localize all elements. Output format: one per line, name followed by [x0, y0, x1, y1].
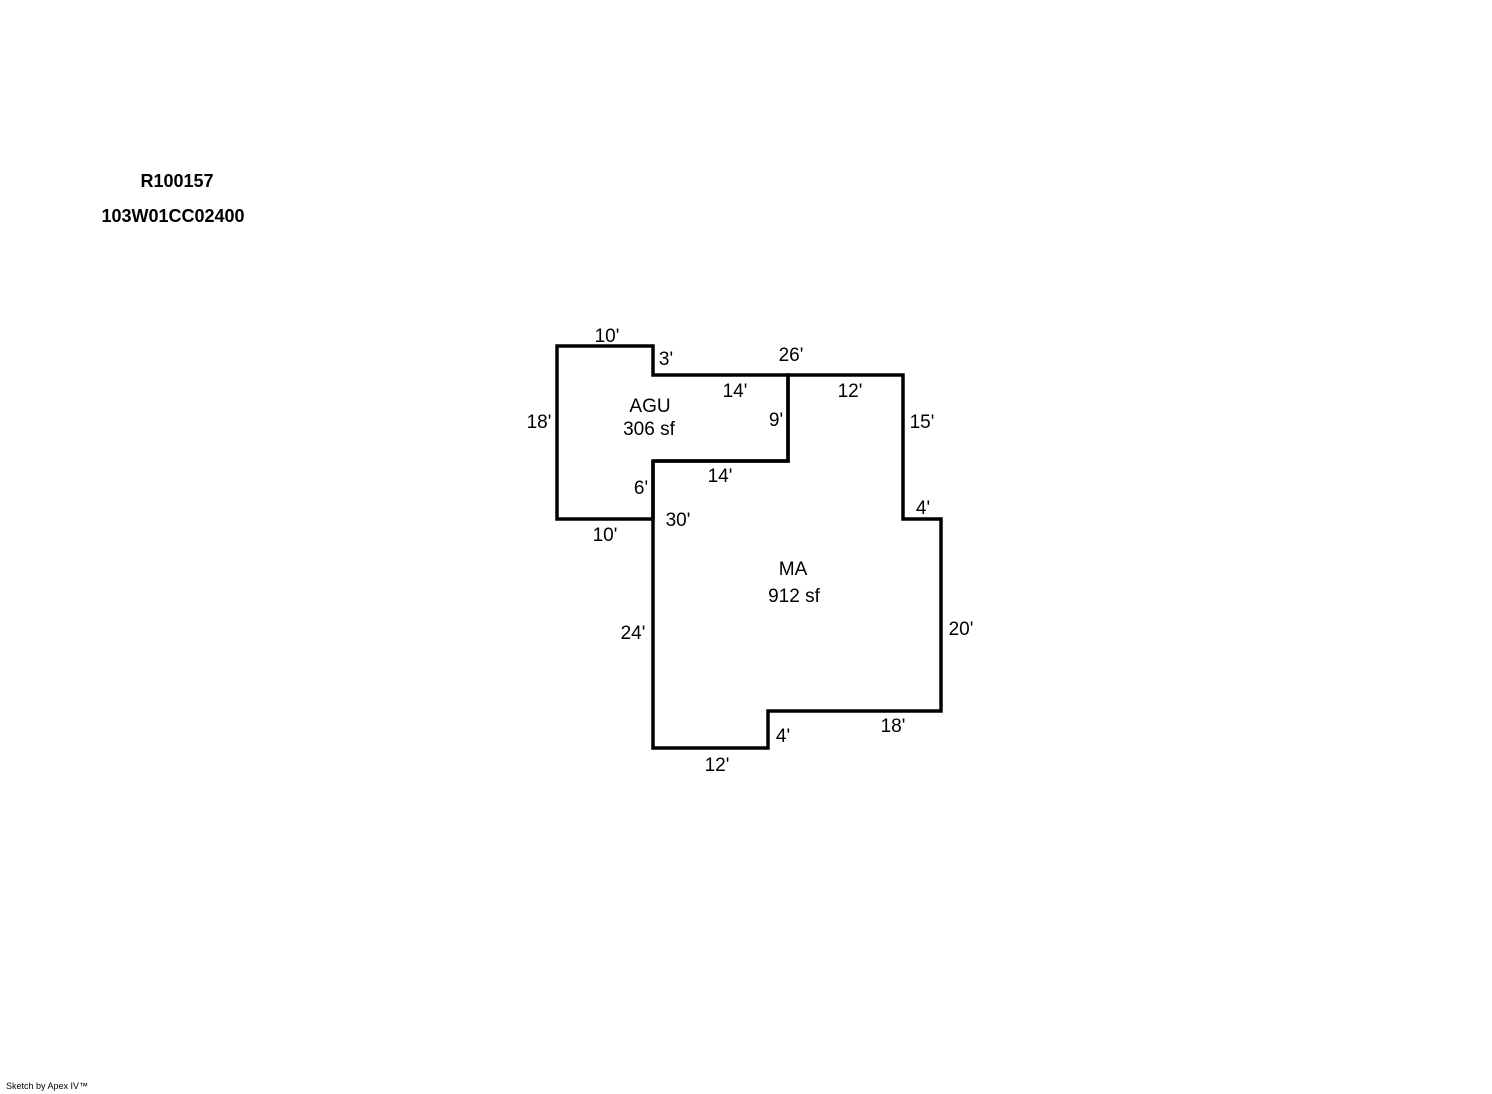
dimension-label: 14'	[708, 466, 733, 487]
dimension-label: 24'	[621, 623, 646, 644]
dimension-label: 10'	[595, 326, 620, 347]
area-size-agu: 306 sf	[623, 419, 675, 440]
dimension-label: 4'	[776, 726, 790, 747]
dimension-label: 12'	[705, 755, 730, 776]
area-code-agu: AGU	[629, 396, 670, 417]
dimension-label: 30'	[666, 510, 691, 531]
dimension-label: 3'	[659, 349, 673, 370]
sketch-credit: Sketch by Apex IV™	[6, 1081, 89, 1091]
area-code-ma: MA	[779, 559, 808, 580]
dimension-label: 20'	[949, 619, 974, 640]
ma-outline	[651, 373, 943, 750]
dimension-label: 18'	[881, 716, 906, 737]
dimension-label: 26'	[779, 345, 804, 366]
area-size-ma: 912 sf	[768, 586, 820, 607]
dimension-label: 12'	[838, 381, 863, 402]
dimension-label: 14'	[723, 381, 748, 402]
dimension-label: 15'	[910, 412, 935, 433]
map-number: 103W01CC02400	[101, 206, 245, 226]
dimension-label: 9'	[769, 410, 783, 431]
account-id: R100157	[140, 171, 214, 191]
dimension-label: 18'	[527, 412, 552, 433]
dimension-label: 10'	[593, 525, 618, 546]
dimension-label: 4'	[916, 498, 930, 519]
dimension-label: 6'	[634, 478, 648, 499]
